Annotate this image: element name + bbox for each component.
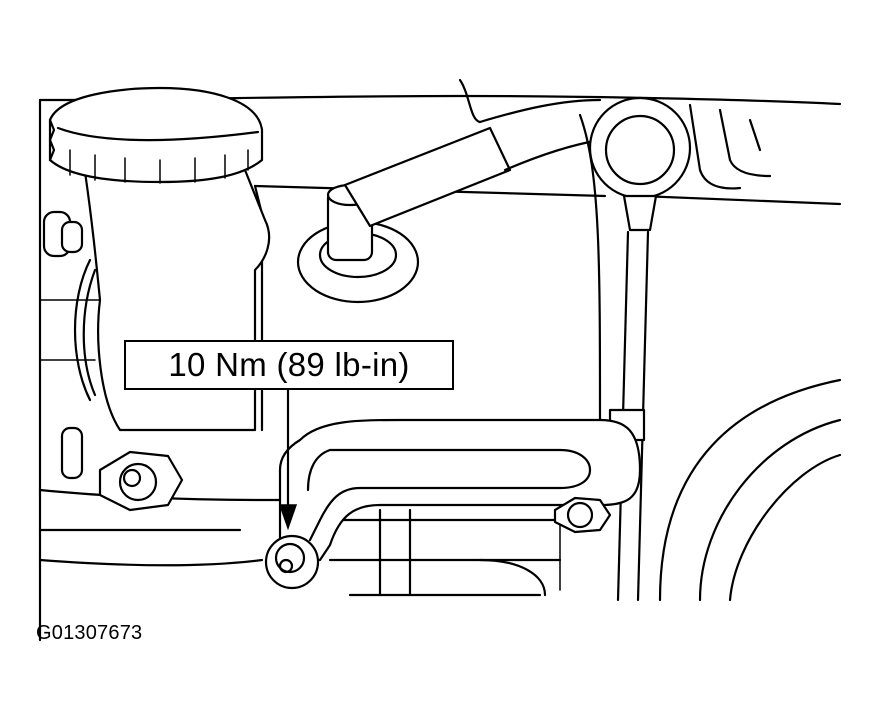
torque-label: 10 Nm (89 lb-in) xyxy=(168,346,410,383)
breather-hose xyxy=(296,78,602,304)
bracket xyxy=(278,418,642,562)
arrow-down-icon xyxy=(278,388,298,531)
dipstick xyxy=(588,96,692,602)
torque-callout: 10 Nm (89 lb-in) xyxy=(124,340,454,390)
bolts xyxy=(98,450,612,590)
figure-id-label: G01307673 xyxy=(36,622,143,644)
engine-block-outline xyxy=(38,94,842,642)
left-side-components xyxy=(42,210,97,480)
right-side-tubes xyxy=(578,103,842,602)
